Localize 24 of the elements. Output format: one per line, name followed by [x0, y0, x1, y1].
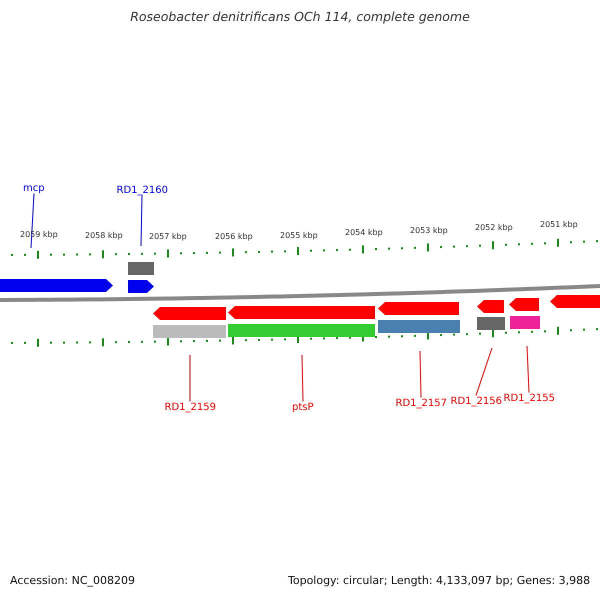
gene-label: RD1_2155: [504, 392, 555, 404]
gene-label: ptsP: [292, 402, 314, 412]
scale-label: 2051 kbp: [540, 220, 578, 230]
leader-line: [476, 348, 492, 396]
title: Roseobacter denitrificans OCh 114, complete genome: [129, 10, 471, 24]
leader-line: [140, 195, 142, 246]
scale-label: 2052 kbp: [475, 224, 513, 232]
leader-line: [420, 350, 422, 398]
leader-line: [302, 354, 304, 402]
scale-label: 2054 kbp: [345, 228, 383, 238]
footer-text: Accession: NC_008209: [10, 575, 136, 588]
footer-text: Topology: circular; Length: 4,133,097 bp; Genes: 3,988: [288, 575, 590, 588]
gene-label: RD1_2159: [164, 402, 216, 412]
leader-line: [30, 193, 34, 248]
gene-label: RD1_2157: [396, 398, 447, 408]
scale-label: 2055 kbp: [280, 232, 318, 240]
gene-label: RD1_2156: [450, 396, 502, 406]
scale-label: 2056 kbp: [215, 232, 253, 242]
gene-label: mcp: [23, 182, 45, 194]
scale-label: 2058 kbp: [85, 232, 123, 240]
gene-label: RD1_2160: [116, 184, 168, 196]
scale-label: 2057 kbp: [149, 232, 187, 242]
scale-label: 2053 kbp: [410, 226, 448, 236]
leader-line: [526, 346, 530, 393]
